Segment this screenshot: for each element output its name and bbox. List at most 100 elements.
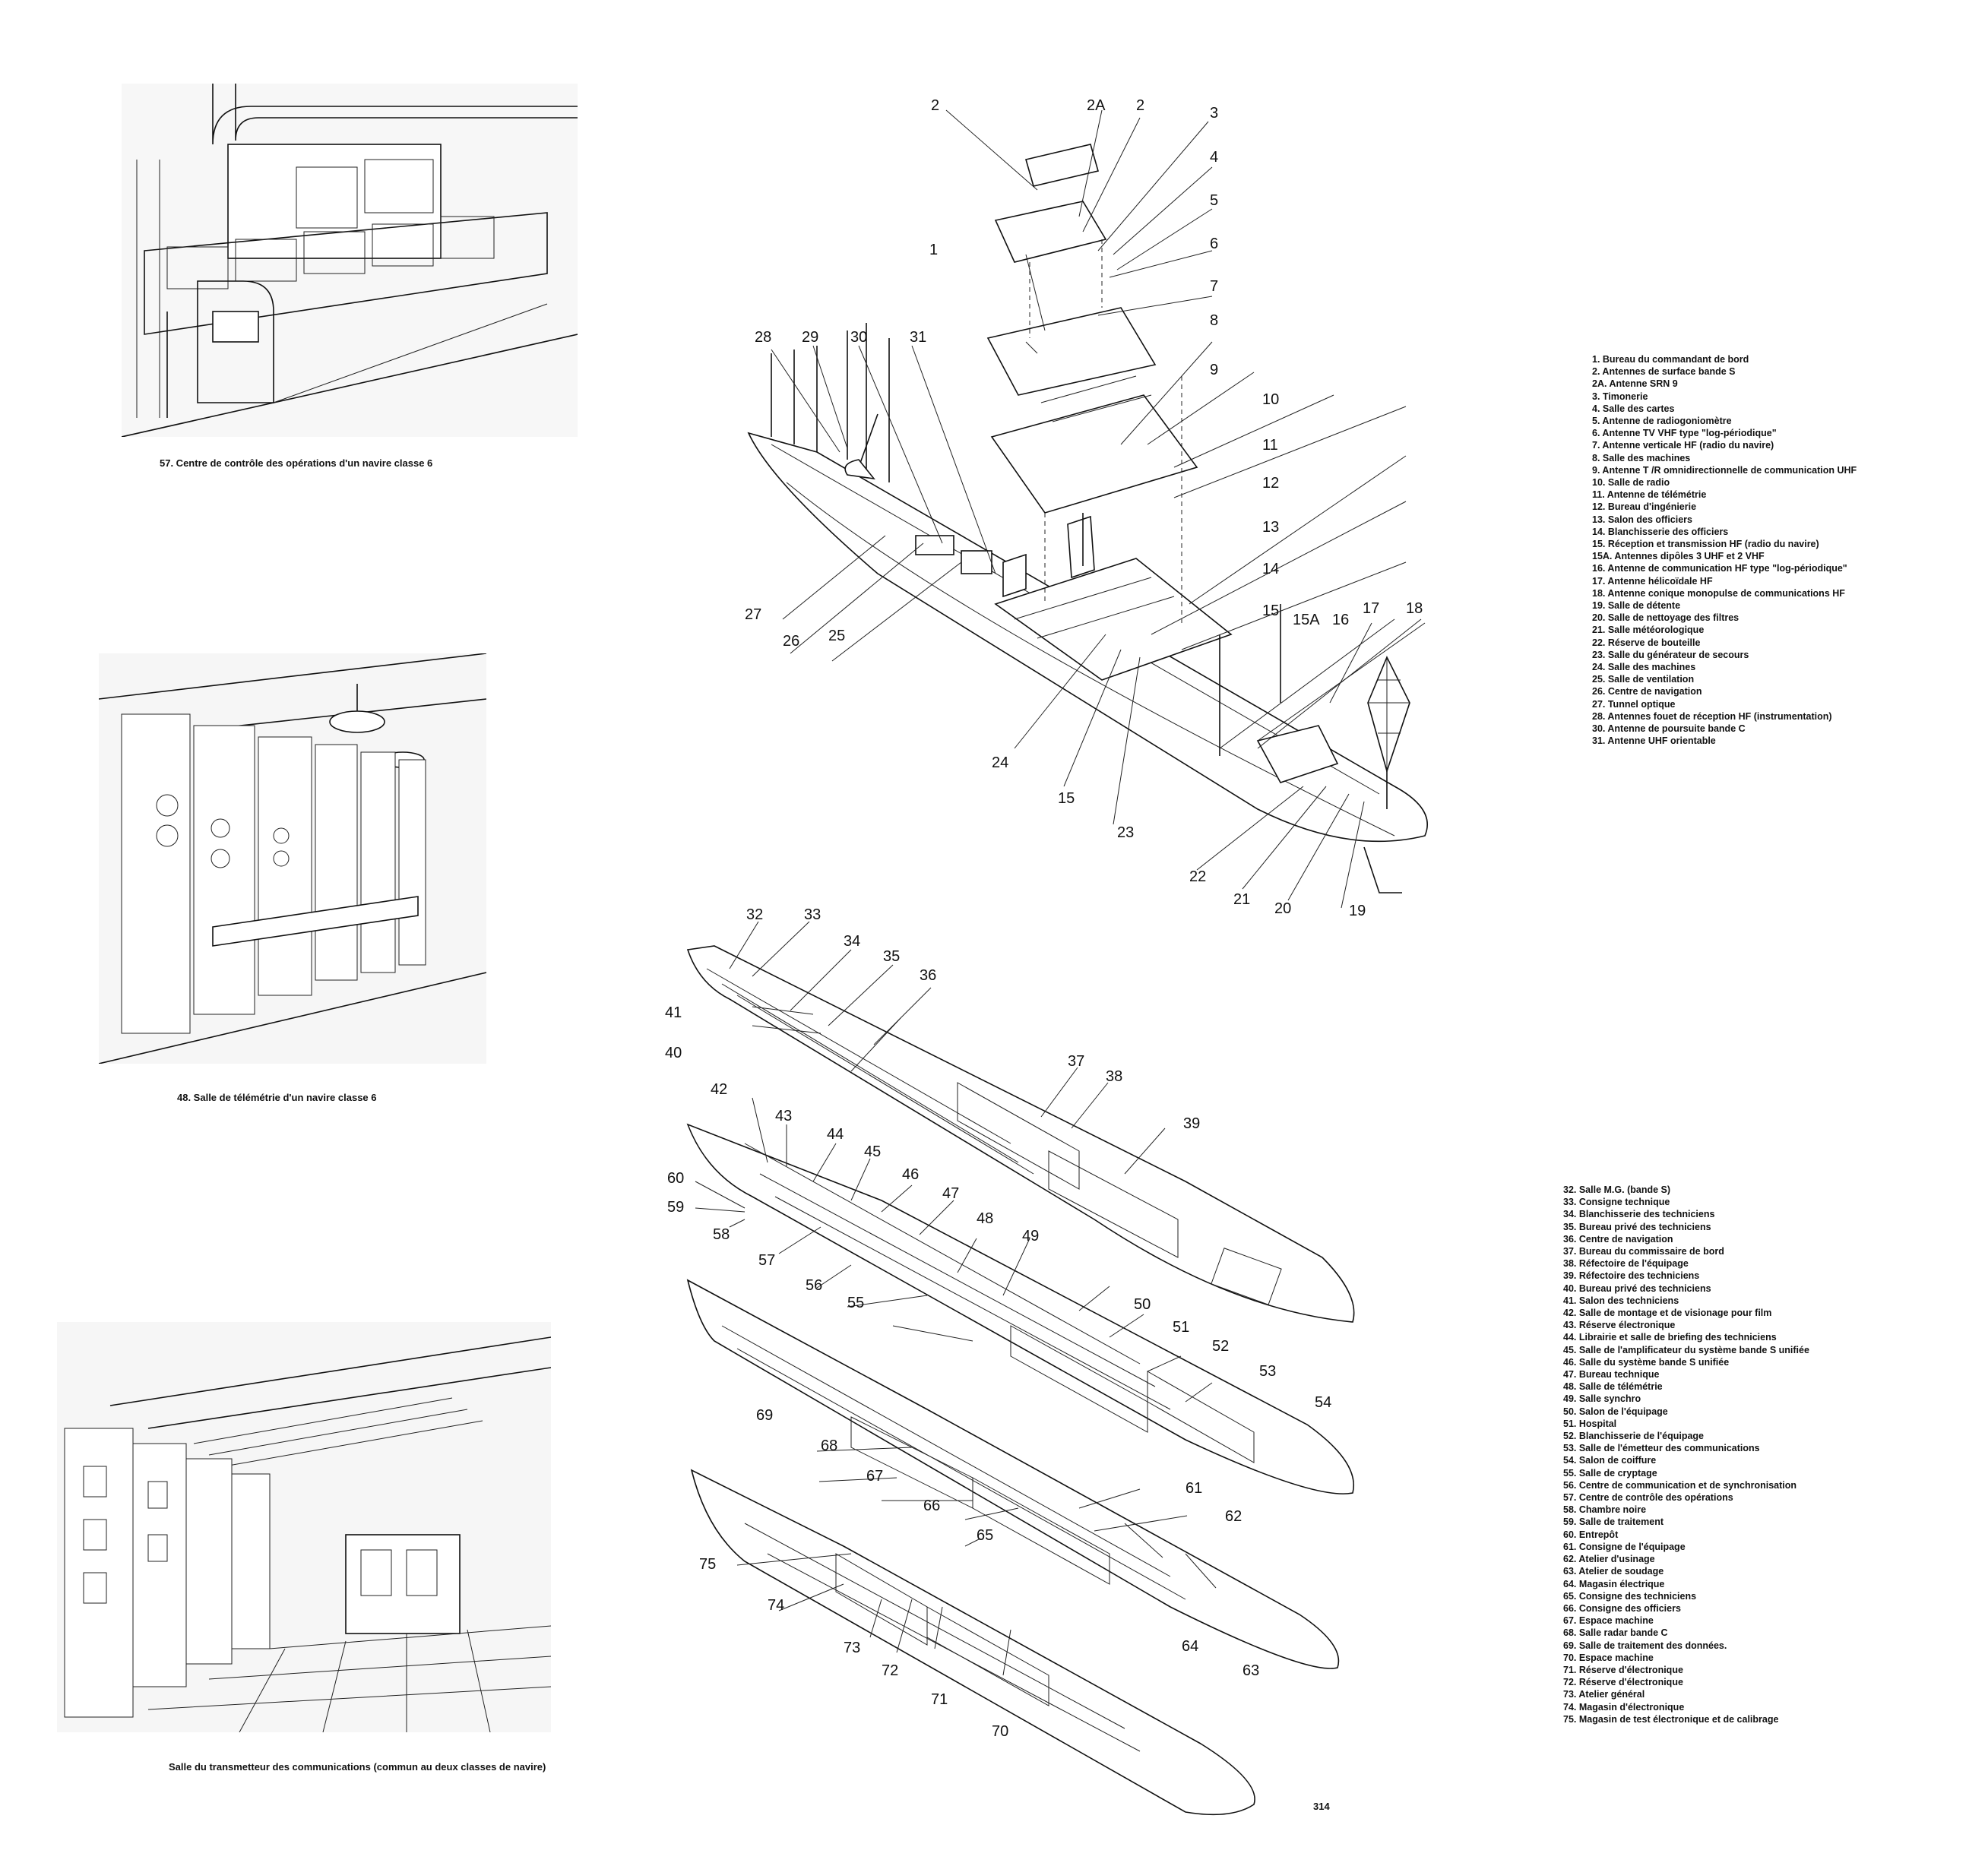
legend-item: 66. Consigne des officiers: [1563, 1602, 1681, 1614]
legend-item: 25. Salle de ventilation: [1592, 674, 1695, 685]
legend-item: 2. Antennes de surface bande S: [1592, 366, 1736, 378]
callout-59: 59: [667, 1199, 684, 1216]
callout-8: 8: [1210, 312, 1218, 329]
legend-item: 64. Magasin électrique: [1563, 1578, 1665, 1589]
legend-item: 70. Espace machine: [1563, 1652, 1654, 1663]
legend-item: 61. Consigne de l'équipage: [1563, 1541, 1686, 1552]
callout-1: 1: [929, 242, 938, 258]
ops-center-illustration: [122, 84, 578, 437]
callout-12: 12: [1262, 475, 1279, 492]
ops-center-caption: 57. Centre de contrôle des opérations d'…: [160, 457, 433, 469]
callout-9: 9: [1210, 362, 1218, 378]
callout-63: 63: [1242, 1662, 1259, 1679]
callout-22: 22: [1189, 868, 1206, 885]
legend-item: 57. Centre de contrôle des opérations: [1563, 1492, 1733, 1504]
legend-item: 74. Magasin d'électronique: [1563, 1701, 1685, 1713]
legend-item: 53. Salle de l'émetteur des communicatio…: [1563, 1443, 1760, 1454]
deck-4-outline: [690, 1469, 1255, 1816]
legend-item: 44. Librairie et salle de briefing des t…: [1563, 1332, 1777, 1343]
legend-item: 60. Entrepôt: [1563, 1529, 1619, 1540]
legend-item: 56. Centre de communication et de synchr…: [1563, 1479, 1797, 1491]
callout-2b: 2: [1136, 97, 1144, 114]
module-level-1: [986, 307, 1157, 396]
callout-68: 68: [821, 1437, 837, 1454]
module-upper: [1025, 144, 1099, 187]
legend-bottom: 32. Salle M.G. (bande S) 33. Consigne te…: [1563, 1184, 1809, 1725]
callout-51: 51: [1173, 1319, 1189, 1336]
legend-item: 58. Chambre noire: [1563, 1504, 1647, 1516]
legend-item: 13. Salon des officiers: [1592, 514, 1692, 525]
legend-item: 27. Tunnel optique: [1592, 698, 1676, 710]
legend-item: 9. Antenne T /R omnidirectionnelle de co…: [1592, 464, 1857, 476]
module-main: [994, 558, 1233, 681]
legend-item: 51. Hospital: [1563, 1418, 1617, 1429]
telemetry-room-illustration: [99, 653, 486, 1064]
callout-25: 25: [828, 628, 845, 644]
legend-item: 34. Blanchisserie des techniciens: [1563, 1209, 1715, 1220]
legend-item: 14. Blanchisserie des officiers: [1592, 526, 1729, 537]
callout-49: 49: [1022, 1228, 1039, 1245]
legend-item: 46. Salle du système bande S unifiée: [1563, 1356, 1730, 1368]
hull-outline: [747, 432, 1428, 843]
legend-item: 33. Consigne technique: [1563, 1197, 1670, 1208]
callout-17: 17: [1363, 600, 1379, 617]
legend-item: 2A. Antenne SRN 9: [1592, 378, 1678, 390]
transmitter-room-illustration: [57, 1322, 551, 1732]
callout-14: 14: [1262, 561, 1279, 577]
callout-53: 53: [1259, 1363, 1276, 1380]
legend-item: 65. Consigne des techniciens: [1563, 1590, 1697, 1602]
legend-item: 15. Réception et transmission HF (radio …: [1592, 539, 1819, 550]
module-bridge: [994, 201, 1107, 263]
legend-item: 7. Antenne verticale HF (radio du navire…: [1592, 440, 1774, 451]
legend-item: 37. Bureau du commissaire de bord: [1563, 1246, 1724, 1257]
legend-item: 24. Salle des machines: [1592, 662, 1696, 673]
legend-item: 71. Réserve d'électronique: [1563, 1664, 1683, 1675]
callout-61: 61: [1186, 1480, 1202, 1497]
legend-item: 16. Antenne de communication HF type "lo…: [1592, 563, 1847, 574]
legend-item: 35. Bureau privé des techniciens: [1563, 1221, 1711, 1232]
callout-28: 28: [755, 329, 771, 346]
callout-40: 40: [665, 1045, 682, 1061]
legend-item: 38. Réfectoire de l'équipage: [1563, 1258, 1689, 1270]
callout-4: 4: [1210, 149, 1218, 166]
page-number: 314: [1313, 1801, 1330, 1812]
deck-1-outline: [686, 945, 1355, 1323]
callout-35: 35: [883, 948, 900, 965]
legend-item: 63. Atelier de soudage: [1563, 1566, 1664, 1577]
callout-55: 55: [847, 1295, 864, 1311]
callout-31: 31: [910, 329, 926, 346]
callout-6: 6: [1210, 236, 1218, 252]
callout-70: 70: [992, 1723, 1008, 1740]
callout-52: 52: [1212, 1338, 1229, 1355]
legend-item: 40. Bureau privé des techniciens: [1563, 1282, 1711, 1294]
callout-7: 7: [1210, 278, 1218, 295]
callout-46: 46: [902, 1166, 919, 1183]
callout-45: 45: [864, 1143, 881, 1160]
callout-11: 11: [1262, 437, 1278, 454]
callout-57: 57: [758, 1252, 775, 1269]
module-level-2: [990, 394, 1198, 514]
legend-item: 48. Salle de télémétrie: [1563, 1381, 1663, 1393]
deck-plans-diagram: 32 33 34 35 36 37 38 39 40 41 42 43 44 4…: [654, 900, 1368, 1823]
callout-15b: 15: [1058, 790, 1075, 807]
callout-32: 32: [746, 906, 763, 923]
callout-44: 44: [827, 1126, 844, 1143]
callout-56: 56: [806, 1277, 822, 1294]
callout-50: 50: [1134, 1296, 1151, 1313]
legend-item: 43. Réserve électronique: [1563, 1320, 1676, 1331]
callout-34: 34: [844, 933, 860, 950]
transmitter-caption: Salle du transmetteur des communications…: [169, 1761, 546, 1773]
legend-item: 10. Salle de radio: [1592, 477, 1670, 489]
callout-39: 39: [1183, 1115, 1200, 1132]
callout-30: 30: [850, 329, 867, 346]
callout-10: 10: [1262, 391, 1279, 408]
legend-item: 30. Antenne de poursuite bande C: [1592, 723, 1746, 735]
legend-item: 17. Antenne hélicoïdale HF: [1592, 575, 1713, 587]
callout-36: 36: [920, 967, 936, 984]
callout-23: 23: [1117, 824, 1134, 841]
legend-item: 41. Salon des techniciens: [1563, 1295, 1679, 1306]
ship-superstructure-diagram: 2 2A 2 3 4 5 6 7 8 9 10 11 12 13 14 15 1…: [726, 87, 1486, 931]
legend-item: 18. Antenne conique monopulse de communi…: [1592, 587, 1845, 599]
callout-19: 19: [1349, 903, 1366, 919]
legend-item: 8. Salle des machines: [1592, 452, 1691, 463]
